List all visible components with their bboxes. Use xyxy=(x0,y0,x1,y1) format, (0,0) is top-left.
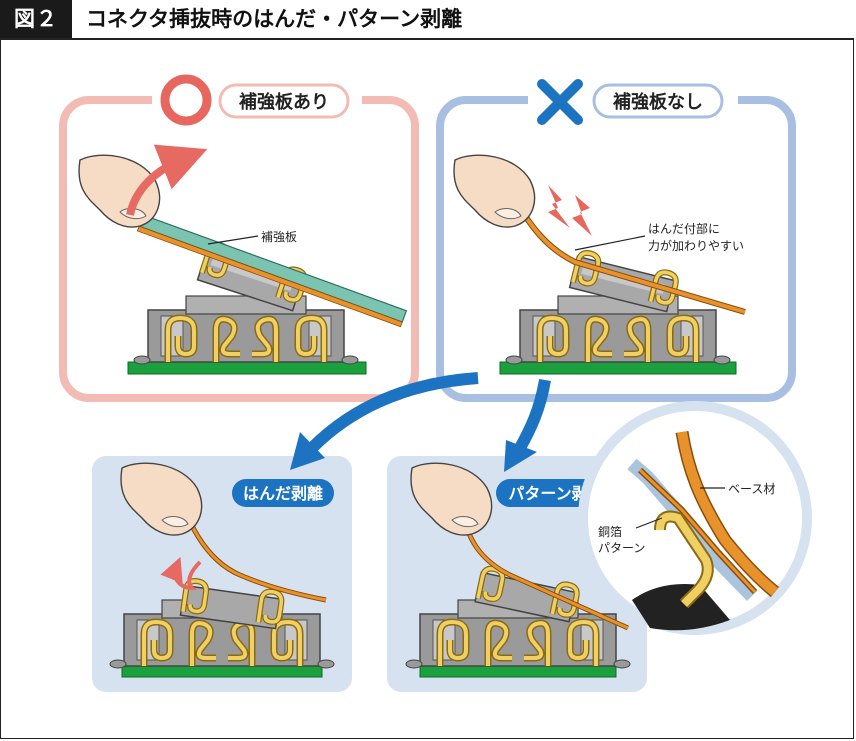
lightning-icon xyxy=(548,185,570,228)
flex-cable xyxy=(136,225,403,328)
figure-border xyxy=(0,38,854,739)
zoom-inset: ベース材 銅箔 パターン xyxy=(578,401,812,635)
stiffener-callout: 補強板 xyxy=(261,230,297,244)
pcb-board xyxy=(419,665,617,678)
panel-with-stiffener: 補強板あり 補強板 xyxy=(59,74,419,402)
arrow-head-right xyxy=(504,440,537,472)
pill-without-stiffener-label: 補強板なし xyxy=(612,91,703,113)
base-material-layer xyxy=(677,431,779,596)
copper-label-line1: 銅箔 xyxy=(598,524,622,539)
pill-without-stiffener xyxy=(592,83,724,119)
copper-label-leader xyxy=(635,517,663,529)
figure-label: 図２ xyxy=(0,0,72,38)
pill-with-stiffener-label: 補強板あり xyxy=(238,91,329,113)
ng-cross-icon xyxy=(537,79,583,125)
pcb-board xyxy=(121,665,323,678)
arrow-to-pattern-peel xyxy=(514,378,551,451)
solder-callout-line1: はんだ付部に xyxy=(648,221,720,236)
contact-pin xyxy=(656,512,712,607)
arrow-to-solder-peel xyxy=(307,372,479,453)
tag-solder-peel-label: はんだ剥離 xyxy=(243,484,323,503)
connector-body-dark xyxy=(632,584,730,631)
arrow-head-left xyxy=(290,432,325,470)
peel-curl-arrow xyxy=(160,556,202,591)
pill-with-stiffener xyxy=(218,83,350,119)
copper-pattern-layer xyxy=(638,468,757,594)
flow-arrows xyxy=(290,372,551,472)
lightning-icon xyxy=(572,195,592,236)
panel-without-stiffener: 補強板なし はんだ付部に 力が加わりやすい xyxy=(436,78,796,402)
solder-callout-line2: 力が加わりやすい xyxy=(648,238,744,253)
plug-connector xyxy=(179,580,283,630)
pcb-board xyxy=(127,361,367,375)
pcb-board xyxy=(499,361,737,375)
lift-arrow xyxy=(126,144,208,216)
base-material-label: ベース材 xyxy=(728,482,775,496)
figure-title: コネクタ挿抜時のはんだ・パターン剥離 xyxy=(86,7,463,31)
stiffener-leader xyxy=(207,235,259,245)
solder-callout-leader xyxy=(574,235,646,251)
tag-solder-peel xyxy=(232,479,334,507)
copper-label-line2: パターン xyxy=(598,541,645,555)
figure-header: 図２ コネクタ挿抜時のはんだ・パターン剥離 xyxy=(0,0,856,38)
ok-circle-icon xyxy=(160,74,212,126)
panel-solder-peel: はんだ剥離 xyxy=(92,456,352,692)
